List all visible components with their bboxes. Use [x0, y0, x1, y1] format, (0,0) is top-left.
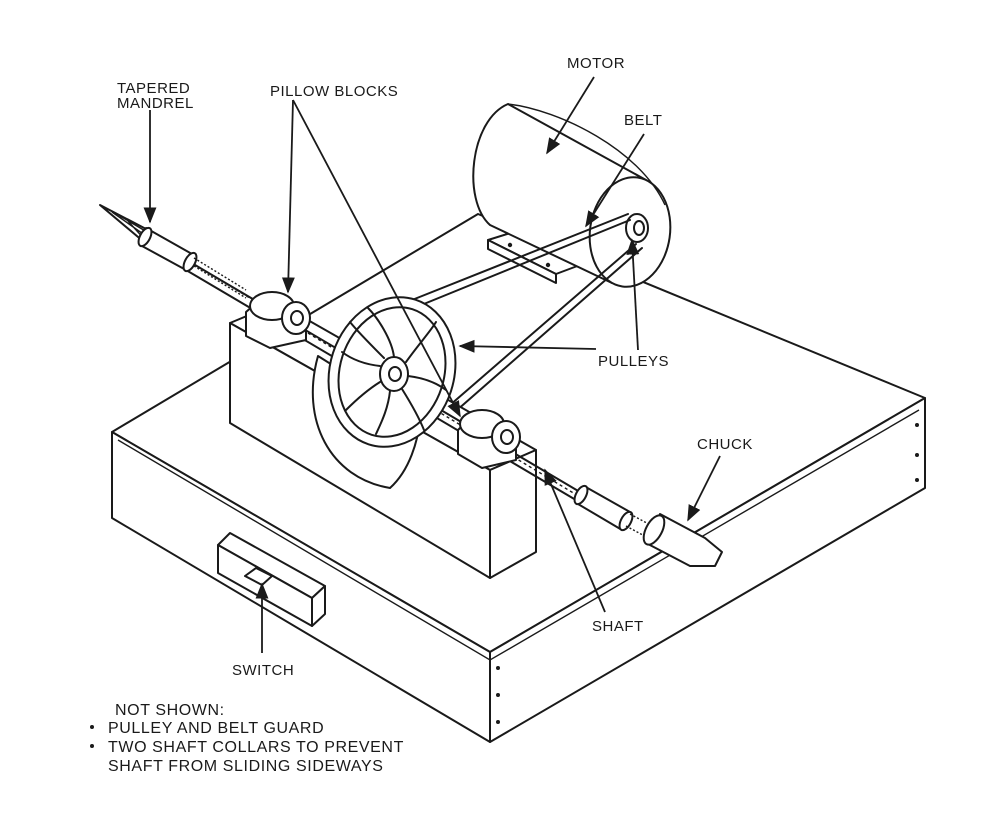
label-tapered-mandrel-line1: TAPERED	[117, 80, 190, 97]
large-pulley	[327, 296, 457, 448]
belt	[411, 213, 643, 419]
label-tapered-mandrel-line2: MANDREL	[117, 95, 194, 112]
motor	[472, 103, 672, 288]
notes-item-2: TWO SHAFT COLLARS TO PREVENT	[108, 739, 404, 756]
notes-item-2-continuation: SHAFT FROM SLIDING SIDEWAYS	[108, 758, 384, 775]
label-pillow-blocks: PILLOW BLOCKS	[270, 83, 398, 100]
label-pulleys: PULLEYS	[598, 353, 669, 370]
notes-heading: NOT SHOWN:	[115, 702, 225, 719]
label-belt: BELT	[624, 112, 662, 129]
label-motor: MOTOR	[567, 55, 625, 72]
notes: NOT SHOWN: PULLEY AND BELT GUARD TWO SHA…	[90, 702, 404, 775]
label-chuck: CHUCK	[697, 436, 753, 453]
leader-lines	[143, 76, 721, 653]
pillow-block-right	[457, 409, 521, 469]
labels: MOTOR BELT TAPERED MANDREL PILLOW BLOCKS…	[117, 55, 753, 679]
tapered-mandrel	[99, 204, 247, 299]
label-shaft: SHAFT	[592, 618, 644, 635]
chuck-assembly	[573, 484, 723, 567]
notes-item-1: PULLEY AND BELT GUARD	[108, 720, 324, 737]
base-right-face	[489, 397, 926, 743]
switch-toggle	[244, 567, 273, 586]
pillow-block-left	[245, 291, 311, 349]
label-switch: SWITCH	[232, 662, 294, 679]
